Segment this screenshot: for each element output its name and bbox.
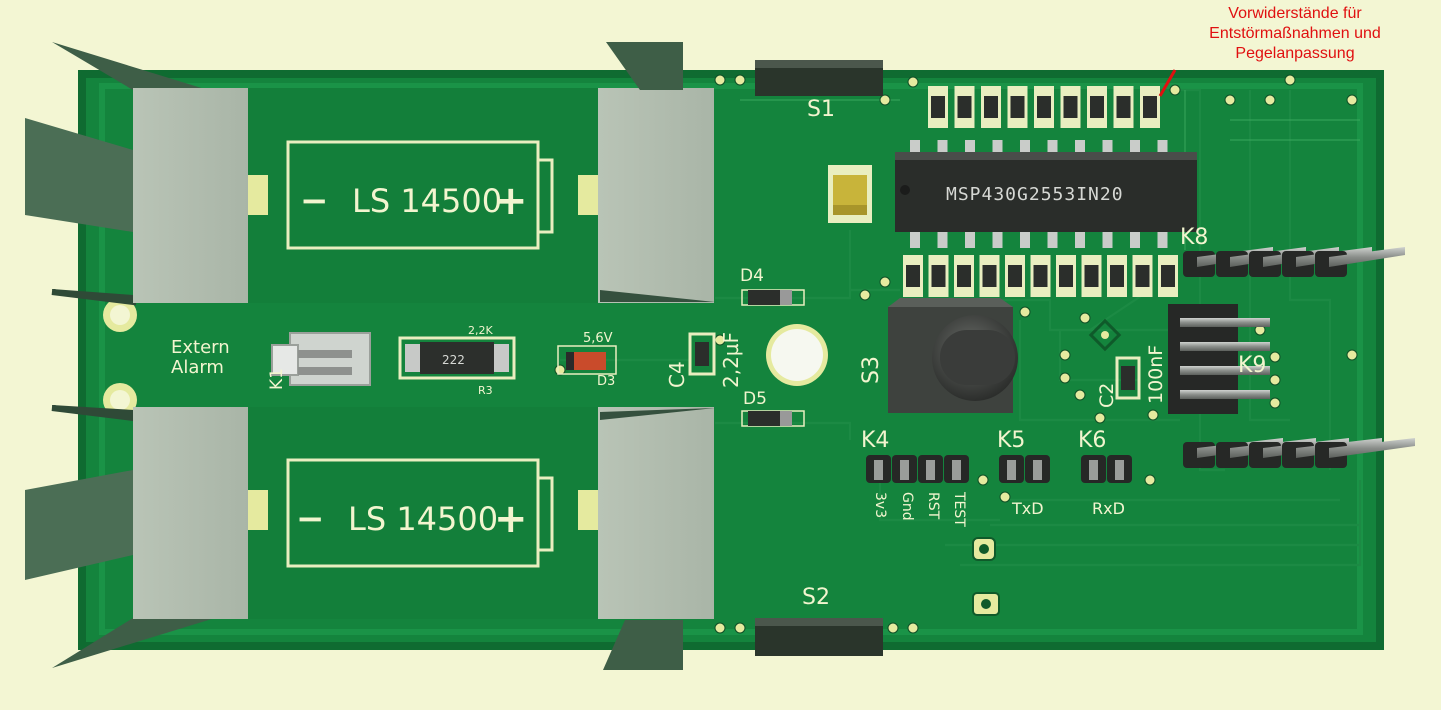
- annotation-line-1: Vorwiderstände für: [1228, 5, 1362, 22]
- ic-pin: [1157, 140, 1168, 152]
- battery-bottom-minus: −: [296, 499, 325, 539]
- ic-pin: [937, 232, 948, 248]
- battery-top-minus: −: [300, 181, 329, 221]
- ic-pin: [1047, 140, 1058, 152]
- switch-s2-label: S2: [802, 585, 830, 610]
- ic-pin: [1102, 232, 1113, 248]
- zener-d3-value: 5,6V: [583, 331, 613, 346]
- header-pin: [1180, 390, 1270, 399]
- copper-traces: [560, 88, 1362, 567]
- k4-pin-3v3: 3v3: [872, 492, 888, 518]
- k4-pin-gnd: Gnd: [899, 492, 915, 521]
- diode-d4: [741, 289, 805, 306]
- ic-pin: [992, 232, 1003, 248]
- k4-pin-rst: RST: [925, 492, 941, 520]
- resistor-r3-marking: 222: [442, 353, 465, 367]
- push-button-s3: [888, 298, 1018, 413]
- ic-pin: [1075, 140, 1085, 152]
- extern-alarm-line2: Alarm: [171, 357, 224, 378]
- header-k6-label: K6: [1078, 428, 1106, 453]
- header-pin: [1180, 318, 1270, 327]
- ic-pin: [937, 140, 948, 152]
- diode-d4-label: D4: [740, 266, 764, 286]
- header-bottom-right: [1183, 438, 1415, 468]
- ic-pin: [1130, 140, 1140, 152]
- zener-diode-d3: [557, 345, 617, 375]
- k5-pin-txd: TxD: [1011, 499, 1044, 518]
- capacitor-c2-value: 100nF: [1145, 345, 1167, 404]
- ic-pin: [1130, 232, 1140, 248]
- header-k4: [866, 455, 969, 483]
- connector-k1-extern-alarm: [271, 332, 371, 386]
- annotation-text: Vorwiderstände für Entstörmaßnahmen und …: [1170, 4, 1420, 64]
- tantalum-capacitor: [828, 165, 872, 223]
- resistor-row-top: [928, 86, 1160, 128]
- capacitor-c4-value: 2,2µF: [719, 332, 743, 388]
- annotation-line-3: Pegelanpassung: [1235, 45, 1355, 62]
- ic-pin: [992, 140, 1003, 152]
- annotation-line-2: Entstörmaßnahmen und: [1209, 25, 1381, 42]
- ic-pin: [1075, 232, 1085, 248]
- ic-pin: [1047, 232, 1058, 248]
- header-k6: [1081, 455, 1132, 483]
- k4-pin-test: TEST: [951, 491, 967, 527]
- header-k5: [999, 455, 1050, 483]
- resistor-r3: [398, 336, 516, 380]
- ic-pin: [910, 232, 920, 248]
- extern-alarm-line1: Extern: [171, 337, 230, 358]
- ic-pin: [965, 140, 975, 152]
- ic-pin: [1157, 232, 1168, 248]
- ic-pin: [910, 140, 920, 152]
- resistor-r3-label: R3: [478, 384, 493, 397]
- resistor-row-bottom: [903, 255, 1178, 297]
- ic-pins: [910, 140, 1168, 248]
- switch-s3-label: S3: [859, 356, 884, 384]
- ic-label: MSP430G2553IN20: [946, 184, 1124, 205]
- k6-pin-rxd: RxD: [1092, 499, 1125, 518]
- annotation-arrow: [1158, 69, 1177, 97]
- ic-pin: [1102, 140, 1113, 152]
- capacitor-c4: [688, 332, 716, 376]
- switch-s2: [755, 618, 883, 656]
- header-k4-label: K4: [861, 428, 889, 453]
- header-k8-label: K8: [1180, 225, 1208, 250]
- ic-pin: [1020, 232, 1030, 248]
- header-pin: [1180, 342, 1270, 351]
- diode-d5-label: D5: [743, 389, 767, 409]
- header-pin: [1180, 366, 1270, 375]
- switch-s1-label: S1: [807, 97, 835, 122]
- diode-d5: [741, 410, 805, 427]
- zener-d3-label: D3: [597, 374, 615, 389]
- header-k5-label: K5: [997, 428, 1025, 453]
- battery-bottom-plus: +: [494, 496, 528, 542]
- ic-pin: [1020, 140, 1030, 152]
- header-k9: [1168, 304, 1270, 414]
- battery-bottom-label: LS 14500: [348, 500, 498, 538]
- capacitor-c2-label: C2: [1096, 383, 1118, 408]
- ic-chip: [895, 152, 1197, 232]
- capacitor-c2: [1115, 356, 1141, 400]
- switch-s1: [755, 60, 883, 96]
- battery-top-label: LS 14500: [352, 182, 502, 220]
- resistor-r3-value: 2,2K: [468, 324, 493, 337]
- ic-pin: [965, 232, 975, 248]
- connector-k1-label: K1: [267, 368, 287, 390]
- battery-holder-bottom: [25, 405, 715, 670]
- header-k9-label: K9: [1238, 353, 1266, 378]
- mounting-holes: [103, 298, 828, 417]
- capacitor-c4-label: C4: [665, 361, 689, 388]
- header-k8: [1183, 247, 1405, 277]
- battery-holder-top: [25, 42, 715, 306]
- battery-top-plus: +: [494, 178, 528, 224]
